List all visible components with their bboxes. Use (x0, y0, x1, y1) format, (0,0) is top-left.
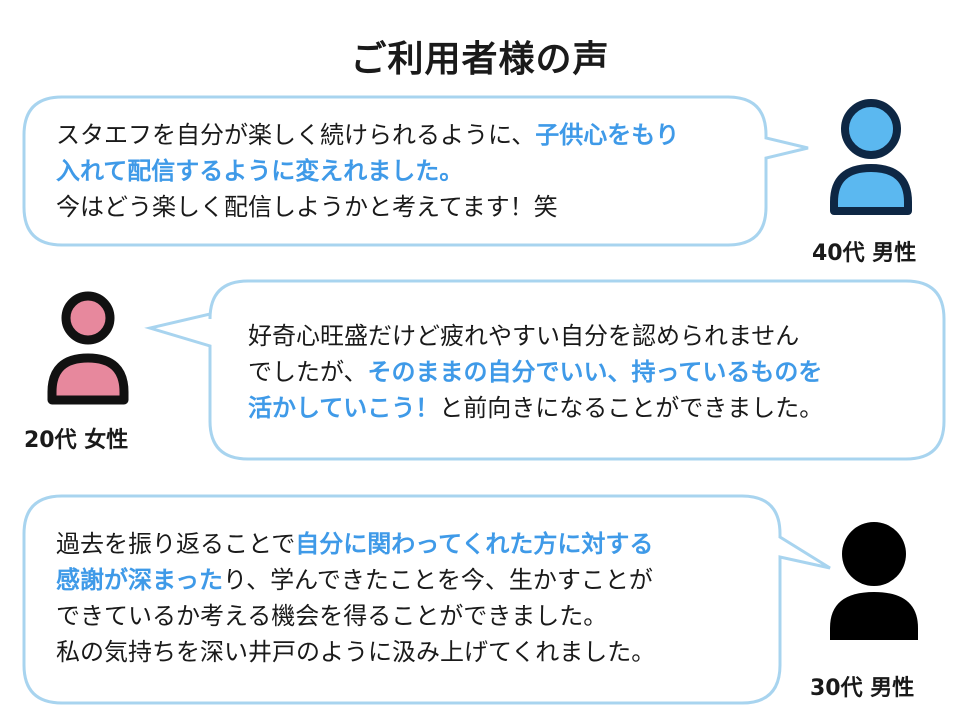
text-run: り、学んできたことを今、生かすことが (223, 566, 653, 594)
testimonial-3-text: 過去を振り返ることで自分に関わってくれた方に対する 感謝が深まったり、学んできた… (56, 526, 655, 670)
text-run: 今はどう楽しく配信しようかと考えてます！笑 (56, 193, 558, 221)
testimonial-3-line-2: 感謝が深まったり、学んできたことを今、生かすことが (56, 562, 655, 598)
person-icon-black (830, 522, 918, 640)
testimonial-2-text: 好奇心旺盛だけど疲れやすい自分を認められません でしたが、そのままの自分でいい、… (248, 318, 823, 426)
testimonial-2-caption: 20代 女性 (24, 428, 129, 453)
highlight-text-run: そのままの自分でいい、持っているものを (367, 358, 823, 386)
testimonial-2-line-3: 活かしていこう！と前向きになることができました。 (248, 390, 823, 426)
testimonial-1-line-3: 今はどう楽しく配信しようかと考えてます！笑 (56, 189, 679, 225)
testimonial-2-line-1: 好奇心旺盛だけど疲れやすい自分を認められません (248, 318, 823, 354)
testimonial-2-line-2: でしたが、そのままの自分でいい、持っているものを (248, 354, 823, 390)
testimonial-3-line-3: できているか考える機会を得ることができました。 (56, 598, 655, 634)
testimonial-3-line-4: 私の気持ちを深い井戸のように汲み上げてくれました。 (56, 634, 655, 670)
testimonial-1-text: スタエフを自分が楽しく続けられるように、子供心をもり 入れて配信するように変えれ… (56, 117, 679, 225)
person-icon-pink (47, 291, 129, 405)
speech-bubble-3 (22, 494, 831, 705)
testimonial-3-line-1: 過去を振り返ることで自分に関わってくれた方に対する (56, 526, 655, 562)
text-run: 過去を振り返ることで (56, 530, 296, 558)
highlight-text-run: 自分に関わってくれた方に対する (295, 530, 654, 558)
testimonial-1-line-1: スタエフを自分が楽しく続けられるように、子供心をもり (56, 117, 679, 153)
speech-bubble-2 (144, 279, 946, 461)
text-run: スタエフを自分が楽しく続けられるように、 (56, 121, 536, 149)
text-run: 私の気持ちを深い井戸のように汲み上げてくれました。 (56, 638, 656, 666)
highlight-text-run: 活かしていこう！ (248, 394, 440, 422)
page-title: ご利用者様の声 (350, 39, 610, 80)
testimonial-1-line-2: 入れて配信するように変えれました。 (56, 153, 679, 189)
testimonial-1-caption: 40代 男性 (812, 241, 917, 266)
text-run: できているか考える機会を得ることができました。 (56, 602, 608, 630)
text-run: 好奇心旺盛だけど疲れやすい自分を認められません (248, 322, 800, 350)
speech-bubble-1 (22, 95, 809, 247)
highlight-text-run: 入れて配信するように変えれました。 (56, 157, 464, 185)
highlight-text-run: 感謝が深まった (56, 566, 224, 594)
text-run: と前向きになることができました。 (439, 394, 824, 422)
text-run: でしたが、 (248, 358, 368, 386)
testimonial-3-caption: 30代 男性 (810, 676, 915, 701)
person-icon-blue (830, 99, 912, 215)
highlight-text-run: 子供心をもり (535, 121, 680, 149)
